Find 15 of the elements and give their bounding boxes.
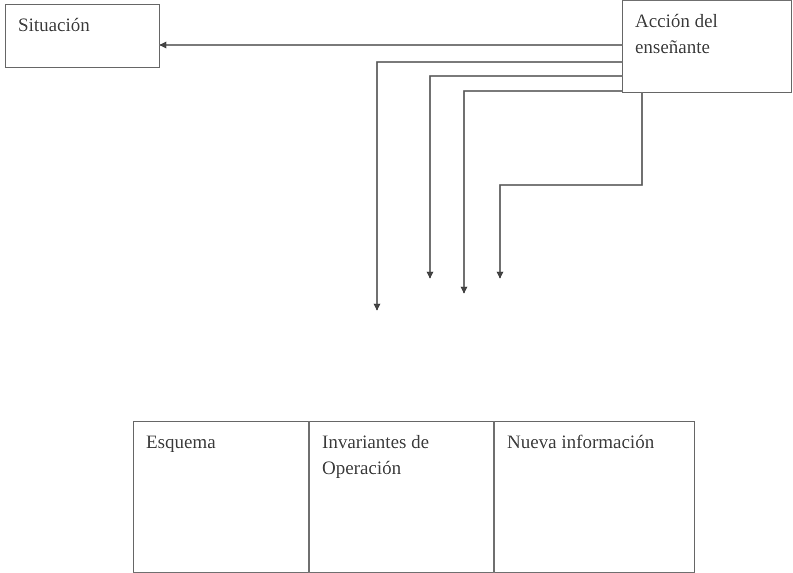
arrow <box>426 75 622 279</box>
box-label: Esquema <box>146 431 217 455</box>
box-label: Nueva información <box>507 431 656 455</box>
box-label: Invariantes de Operación <box>322 431 430 481</box>
text-box <box>622 0 792 93</box>
arrow <box>374 61 622 311</box>
arrow <box>159 42 622 48</box>
text-box <box>309 421 494 573</box>
text-box <box>133 421 309 573</box>
text-box <box>494 421 695 573</box>
box-label: Situación <box>18 14 91 38</box>
box-label: Acción del enseñante <box>635 10 719 60</box>
text-box <box>5 4 160 68</box>
arrow <box>460 90 622 294</box>
arrow <box>496 93 643 279</box>
